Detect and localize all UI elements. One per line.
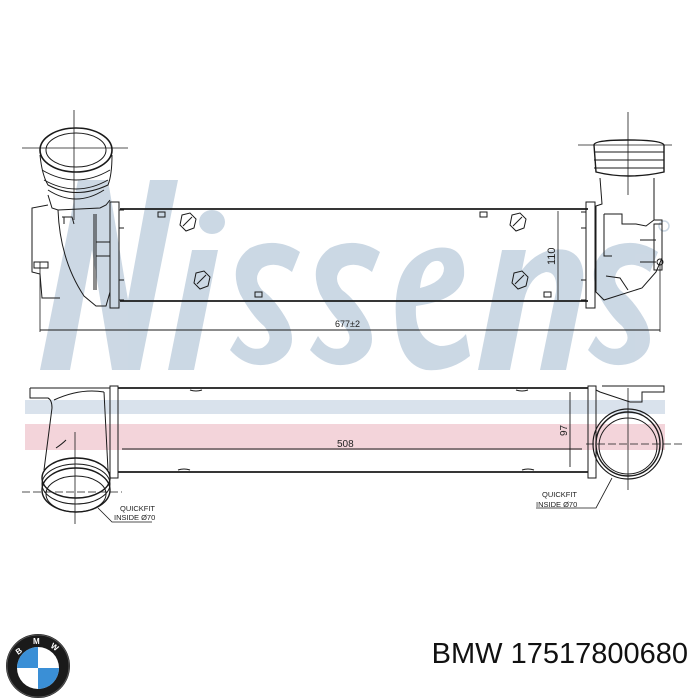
part-number: 17517800680 — [510, 638, 688, 670]
svg-text:INSIDE Ø70: INSIDE Ø70 — [536, 500, 577, 509]
core-depth-label: 97 — [559, 424, 570, 436]
top-view — [22, 110, 672, 332]
left-port-note: QUICKFIT INSIDE Ø70 — [114, 504, 155, 522]
side-view — [22, 385, 682, 524]
bmw-logo-letter-b: B — [14, 646, 24, 657]
bmw-logo-letter-m: M — [33, 637, 40, 646]
svg-text:QUICKFIT: QUICKFIT — [542, 490, 577, 499]
brand-name: BMW — [431, 638, 503, 670]
bmw-logo-letter-w: W — [49, 641, 61, 653]
bmw-logo: B M W — [6, 634, 70, 698]
watermark-stripes — [25, 400, 665, 450]
part-caption: BMW 17517800680 — [432, 638, 688, 671]
core-length-label: 508 — [337, 439, 354, 450]
overall-length-label: 677±2 — [335, 319, 360, 329]
right-port-note: QUICKFIT INSIDE Ø70 — [536, 490, 577, 509]
svg-text:QUICKFIT: QUICKFIT — [120, 504, 155, 513]
core-height-label: 110 — [546, 247, 558, 265]
svg-text:INSIDE Ø70: INSIDE Ø70 — [114, 513, 155, 522]
nissens-watermark — [40, 180, 670, 371]
